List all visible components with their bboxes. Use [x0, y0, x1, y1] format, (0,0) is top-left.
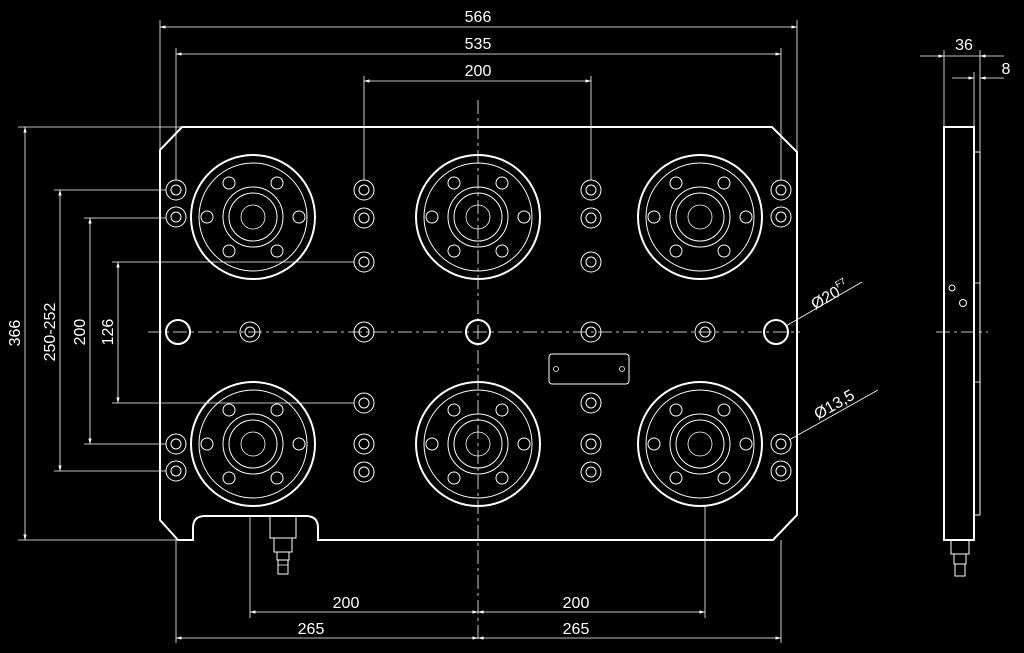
name-plate [548, 353, 630, 385]
bottom-dimensions [175, 506, 782, 643]
callout-dia-13-5: Ø13,5 [812, 387, 858, 424]
mounting-holes [165, 179, 792, 483]
dim-200-top: 200 [465, 63, 492, 80]
clamping-module-bottom-center [415, 381, 541, 507]
dim-200-left: 200 [72, 319, 89, 346]
dim-200-bottom-left: 200 [333, 595, 360, 612]
clamping-module-bottom-left [190, 381, 316, 507]
clamping-module-top-right [637, 154, 763, 280]
dim-250-252: 250-252 [42, 303, 59, 362]
coupling-connector [269, 515, 297, 575]
dim-200-bottom-right: 200 [563, 595, 590, 612]
dim-535: 535 [465, 36, 492, 53]
dim-566: 566 [465, 9, 492, 26]
top-dimensions [159, 20, 798, 180]
plate-outline [159, 126, 798, 541]
clamping-module-top-center [415, 154, 541, 280]
dim-126: 126 [100, 319, 117, 346]
locating-holes [165, 319, 789, 345]
left-dimensions [18, 126, 354, 541]
callout-dia-20: Ø20F7 [807, 276, 852, 314]
side-view [920, 50, 1004, 577]
dim-366: 366 [7, 320, 24, 347]
callout-leaders [785, 281, 879, 441]
dim-265-bottom-left: 265 [298, 621, 325, 638]
clamping-module-bottom-right [637, 381, 763, 507]
clamping-module-top-left [190, 154, 316, 280]
dim-36: 36 [955, 37, 973, 54]
dim-265-bottom-right: 265 [563, 621, 590, 638]
dim-8: 8 [1002, 61, 1011, 78]
